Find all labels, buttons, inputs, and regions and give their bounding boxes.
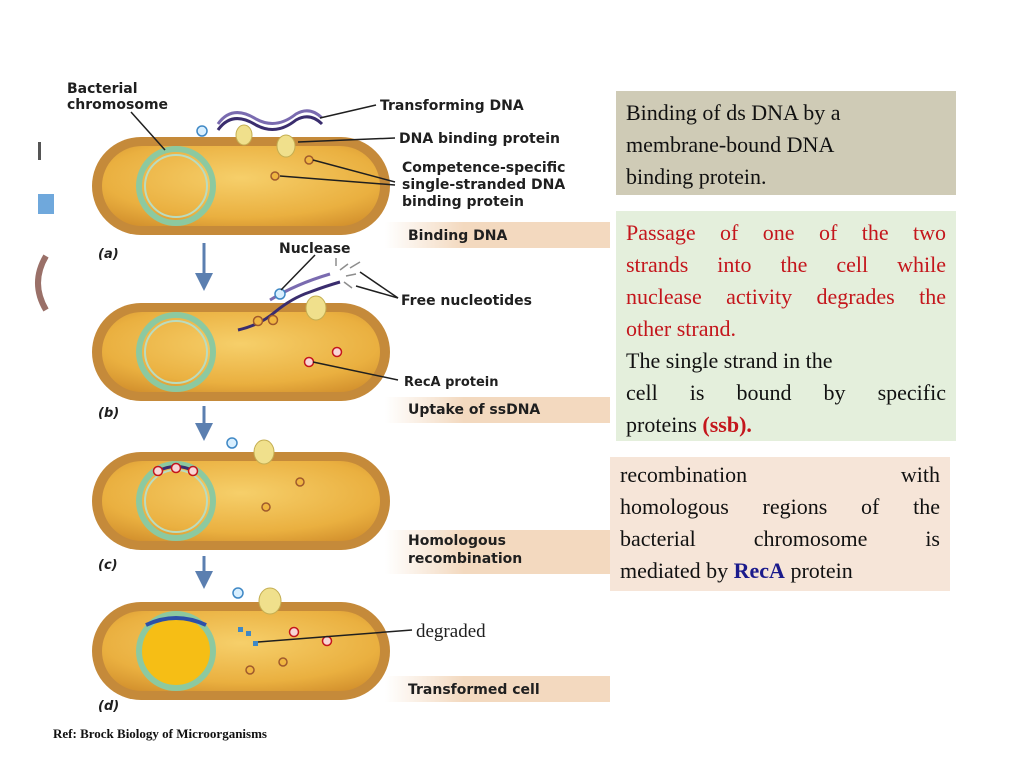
- box2-line-3: proteins (ssb).: [626, 412, 752, 437]
- reca-highlight: RecA: [733, 558, 785, 583]
- integrated-segment: [145, 616, 207, 627]
- cell-d: [92, 587, 413, 700]
- transforming-dna-strand-2: [216, 109, 324, 125]
- box2-red-line: other strand.: [626, 316, 736, 341]
- nuclease-a: [196, 125, 208, 137]
- reca-protein-c1: [152, 465, 164, 477]
- free-nucleotides-burst: [335, 258, 361, 289]
- cell-a-chromosome: [136, 146, 216, 226]
- dna-binding-protein-a1: [235, 124, 253, 146]
- label-dna-binding-protein: DNA binding protein: [399, 131, 560, 147]
- ssb-protein-b2: [267, 314, 279, 326]
- reca-protein-b1: [303, 356, 315, 368]
- explanation-box-binding: Binding of ds DNA by a membrane-bound DN…: [616, 91, 956, 195]
- ssb-protein-d2: [245, 665, 255, 675]
- reca-protein-c3: [187, 465, 199, 477]
- ssb-protein-a1: [304, 155, 314, 165]
- nuclease-c: [226, 437, 238, 449]
- box1-line: membrane-bound DNA: [626, 132, 835, 157]
- label-nuclease: Nuclease: [279, 241, 351, 257]
- label-bacterial-chromosome: Bacterial chromosome: [67, 81, 168, 113]
- stage-bar-a: [385, 222, 610, 248]
- step-label-a: (a): [98, 247, 119, 262]
- cell-b: [92, 254, 399, 401]
- nuclease-b: [274, 288, 286, 300]
- ssb-highlight: (ssb).: [702, 412, 752, 437]
- reference-caption: Ref: Brock Biology of Microorganisms: [53, 726, 267, 741]
- ssb-protein-c1: [295, 477, 305, 487]
- stage-label-b: Uptake of ssDNA: [408, 402, 540, 418]
- label-reca-protein: RecA protein: [404, 375, 499, 390]
- dna-binding-protein-d: [258, 587, 282, 615]
- label-competence-protein: Competence-specific single-stranded DNA …: [402, 160, 570, 210]
- dna-binding-protein-c: [253, 439, 275, 465]
- degraded-fragment-2: [246, 631, 251, 636]
- stage-label-a: Binding DNA: [408, 228, 507, 244]
- cell-d-chromosome: [136, 611, 216, 691]
- ssb-protein-c2: [261, 502, 271, 512]
- ssb-protein-b1: [252, 315, 264, 327]
- box2-red-line: Passage of one of the two: [626, 220, 946, 245]
- box2-red-line: nuclease activity degrades the: [626, 284, 946, 309]
- box2-line: The single strand in the: [626, 348, 833, 373]
- explanation-box-recombination: recombination with homologous regions of…: [610, 457, 950, 591]
- degraded-fragment-1: [238, 627, 243, 632]
- degraded-strand: [269, 272, 331, 302]
- step-label-d: (d): [98, 699, 119, 714]
- cell-a: [92, 104, 396, 235]
- stage-bar-c: [385, 530, 610, 574]
- box2-red-line: strands into the cell while: [626, 252, 946, 277]
- stage-bar-b: [385, 397, 610, 423]
- cell-a-cytoplasm: [102, 146, 380, 226]
- box1-line: Binding of ds DNA by a: [626, 100, 841, 125]
- cell-c-cytoplasm: [102, 461, 380, 541]
- stage-bar-d: [385, 676, 610, 702]
- reca-protein-d1: [288, 626, 300, 638]
- label-free-nucleotides: Free nucleotides: [401, 293, 532, 309]
- edge-square: [38, 194, 54, 214]
- transforming-dna-strand-1: [216, 115, 324, 131]
- box3-line: bacterial chromosome is: [620, 526, 940, 551]
- cell-c: [92, 437, 390, 550]
- stage-label-c: Homologous recombination: [408, 533, 522, 567]
- explanation-box-uptake: Passage of one of the two strands into t…: [616, 211, 956, 441]
- box3-line: recombination with: [620, 462, 940, 487]
- edge-arc: [35, 254, 49, 312]
- edge-mark: [38, 142, 41, 160]
- box2-line: cell is bound by specific: [626, 380, 946, 405]
- label-transforming-dna: Transforming DNA: [380, 98, 524, 114]
- dna-binding-protein-b: [305, 295, 327, 321]
- reca-protein-c2: [170, 462, 182, 474]
- step-label-b: (b): [98, 406, 119, 421]
- box1-line: binding protein.: [626, 164, 767, 189]
- nuclease-d: [232, 587, 244, 599]
- degraded-fragment-3: [253, 641, 258, 646]
- ssb-protein-d1: [278, 657, 288, 667]
- box3-line: homologous regions of the: [620, 494, 940, 519]
- cell-b-cytoplasm: [102, 312, 380, 392]
- label-degraded: degraded: [416, 621, 486, 642]
- box3-line-4: mediated by RecA protein: [620, 558, 853, 583]
- step-label-c: (c): [98, 558, 118, 573]
- reca-protein-b2: [331, 346, 343, 358]
- reca-protein-d2: [321, 635, 333, 647]
- cell-b-chromosome: [136, 312, 216, 392]
- stage-label-d: Transformed cell: [408, 682, 540, 698]
- dna-binding-protein-a2: [276, 134, 296, 158]
- ssb-protein-a2: [270, 171, 280, 181]
